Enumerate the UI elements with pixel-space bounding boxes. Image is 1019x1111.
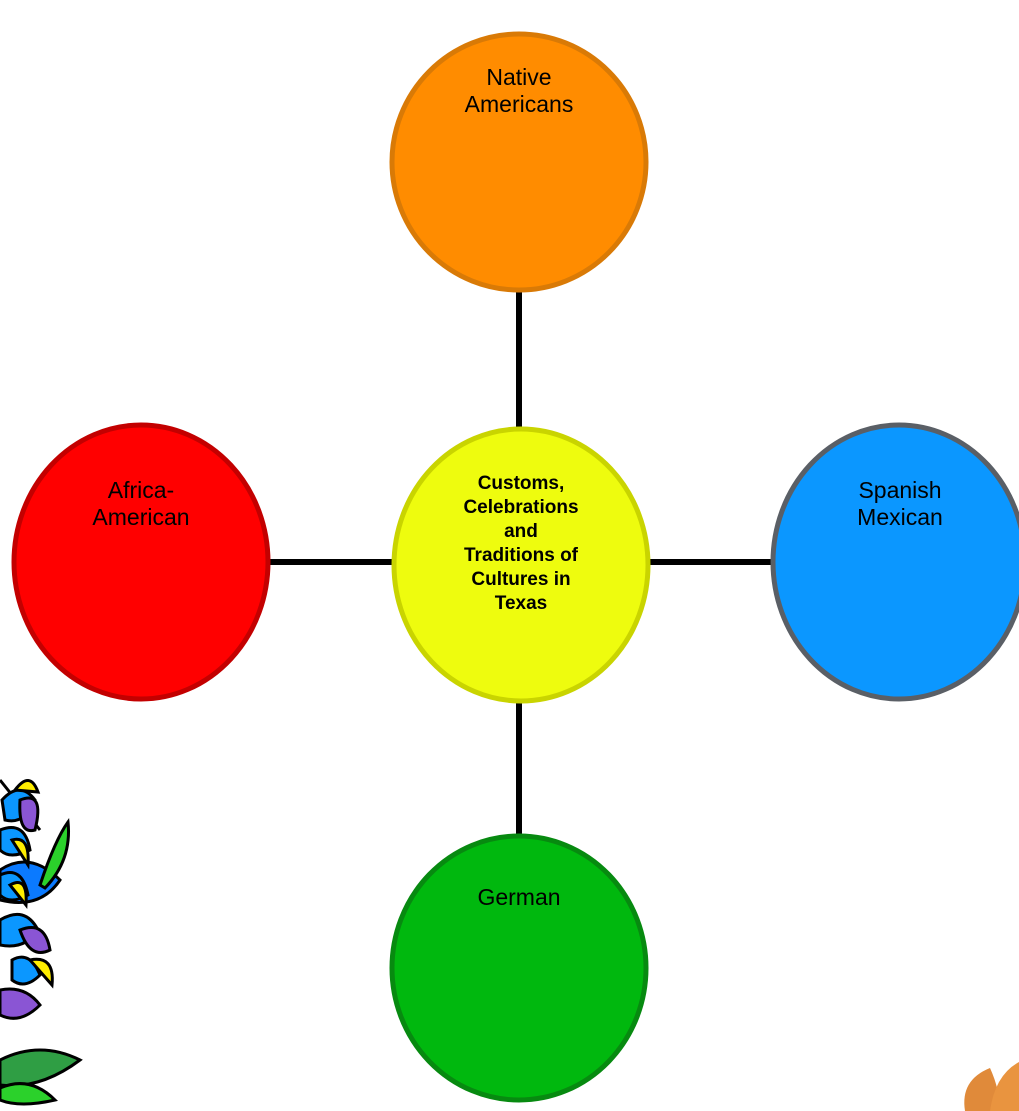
label-native-americans: Native Americans — [464, 64, 574, 117]
node-german — [389, 833, 649, 1103]
node-center-topic — [391, 426, 651, 704]
connectors — [268, 290, 774, 836]
bluebonnet-plant-clipart — [0, 779, 83, 1106]
label-german: German — [477, 884, 561, 910]
label-africa-american: Africa- American — [92, 477, 190, 530]
node-africa-american — [11, 422, 271, 702]
label-spanish-mexican: Spanish Mexican — [857, 477, 943, 530]
label-center-topic: Customs, Celebrations and Traditions of … — [463, 473, 579, 614]
node-spanish-mexican — [770, 422, 1019, 702]
orange-leaf-clipart — [964, 1062, 1019, 1111]
node-native-americans — [389, 31, 649, 293]
